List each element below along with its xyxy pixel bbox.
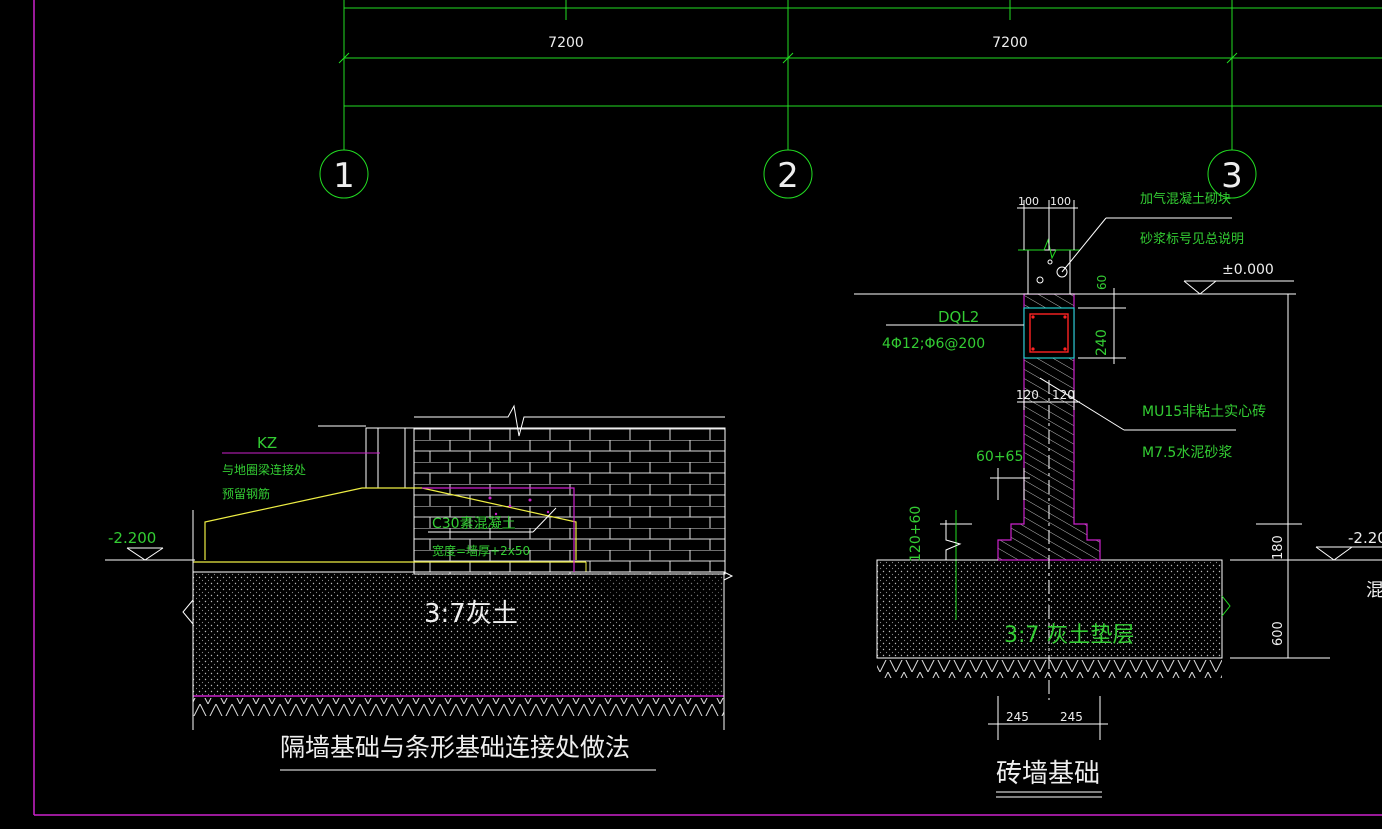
block-label-line2: 砂浆标号见总说明 [1140,232,1244,247]
dim-245-right: 245 [1060,710,1083,724]
axis-label-2: 2 [777,156,799,196]
column-kz [365,427,415,489]
dim-60-65: 60+65 [976,449,1023,465]
kz-label: KZ [257,434,277,452]
dim-100-left: 100 [1018,195,1039,208]
level-minus-220-right: -2.20 [1348,529,1382,547]
drawing-frame [33,0,1382,816]
footing-outline [204,487,577,560]
dimension-7200-right: 7200 [992,35,1028,51]
dim-240: 240 [1094,329,1110,356]
dim-180: 180 [1271,535,1286,560]
axis-grid [319,0,1382,199]
dim-100-right: 100 [1050,195,1071,208]
dimension-7200-left: 7200 [548,35,584,51]
ground-hatch-left [193,698,724,716]
level-minus-2200-left: -2.200 [108,529,156,547]
dim-120-right: 120 [1052,388,1075,402]
kz-note-line1: 与地圈梁连接处 [222,462,306,477]
right-detail-title: 砖墙基础 [996,759,1100,789]
c30-concrete-zone [422,487,575,572]
dql2-label: DQL2 [938,308,979,326]
dim-245-left: 245 [1006,710,1029,724]
lime-soil-label-right: 3:7 灰土垫层 [1004,623,1134,648]
ring-beam-dql2 [1023,307,1075,359]
left-detail [105,404,734,730]
axis-label-3: 3 [1221,156,1243,196]
dim-120-60: 120+60 [908,506,924,562]
level-zero: ±0.000 [1222,262,1274,278]
aerated-block [1027,249,1071,295]
lime-soil-fill-left [192,571,725,697]
kz-note-line2: 预留钢筋 [222,486,270,501]
edge-label: 混 [1366,580,1382,601]
right-detail [854,200,1382,740]
block-label-line1: 加气混凝土砌块 [1140,191,1231,207]
dim-600: 600 [1271,621,1286,646]
dql2-rebar: 4Φ12;Φ6@200 [882,336,985,352]
dim-60: 60 [1095,275,1109,290]
c30-label-line1: C30素混凝土 [432,516,516,532]
axis-label-1: 1 [333,156,355,196]
brick-label-line1: MU15非粘土实心砖 [1142,404,1266,420]
lime-soil-label-left: 3:7灰土 [424,599,518,629]
left-detail-title: 隔墙基础与条形基础连接处做法 [280,733,630,762]
c30-label-line2: 宽度=墙厚+2x50 [432,543,530,558]
brick-wall-left [413,427,726,575]
dim-120-left: 120 [1016,388,1039,402]
brick-wall-foundation [997,293,1101,561]
brick-label-line2: M7.5水泥砂浆 [1142,445,1232,461]
